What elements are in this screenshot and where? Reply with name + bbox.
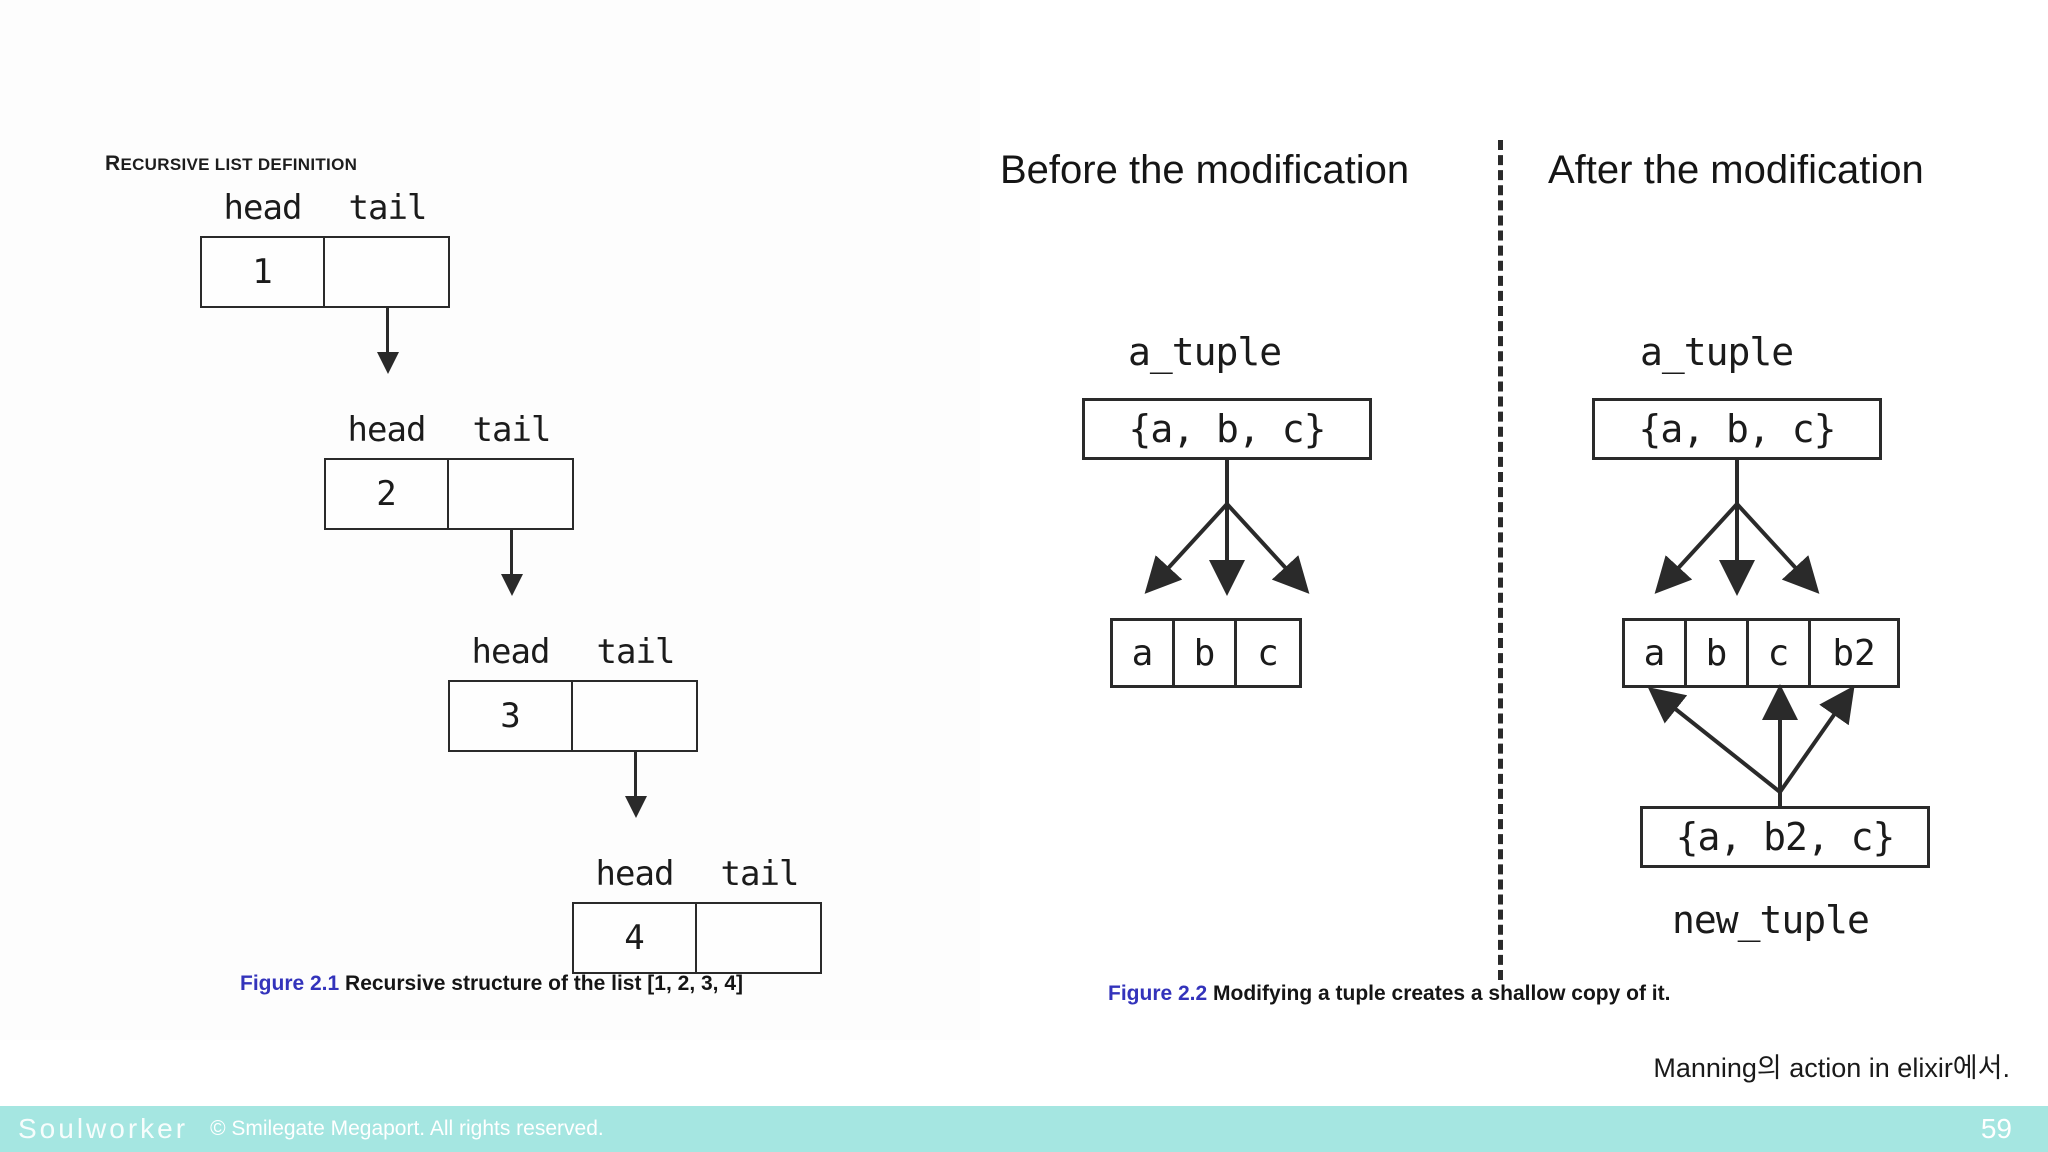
node-1-tail-label: tail <box>348 188 428 228</box>
node-2-to-3-arrow-shaft <box>510 530 513 578</box>
node-1-box: 1 <box>200 236 450 308</box>
figure-2-1-caption-text: Recursive structure of the list [1, 2, 3… <box>339 972 744 995</box>
before-fanout-arrows <box>1144 460 1310 596</box>
panel-divider <box>1498 140 1503 980</box>
node-2-labels: head tail <box>324 410 574 450</box>
after-a-tuple-box: {a, b, c} <box>1592 398 1882 460</box>
node-1-labels: head tail <box>200 188 450 228</box>
before-cell-b: b <box>1175 621 1237 685</box>
figure-2-2-number: Figure 2.2 <box>1108 982 1208 1005</box>
before-cell-a: a <box>1113 621 1175 685</box>
page-number: 59 <box>1980 1113 2012 1144</box>
figure-2-1-panel: RECURSIVE LIST DEFINITION head tail 1 he… <box>0 0 980 1040</box>
node-3-labels: head tail <box>448 632 698 672</box>
figure-2-1-heading: RECURSIVE LIST DEFINITION <box>105 152 357 176</box>
node-3-tail-cell <box>573 682 696 750</box>
list-node-3: head tail 3 <box>448 632 698 752</box>
node-4-tail-label: tail <box>720 854 800 894</box>
node-1-head-label: head <box>223 188 303 228</box>
node-2-tail-label: tail <box>472 410 552 450</box>
node-4-labels: head tail <box>572 854 822 894</box>
node-1-to-2-arrow-shaft <box>386 308 389 356</box>
after-cell-b: b <box>1687 621 1749 685</box>
after-cell-a: a <box>1625 621 1687 685</box>
node-3-head-label: head <box>471 632 551 672</box>
after-fanout-arrows <box>1654 460 1820 596</box>
node-2-head-value: 2 <box>326 460 449 528</box>
after-cell-row: a b c b2 <box>1622 618 1900 688</box>
node-3-head-value: 3 <box>450 682 573 750</box>
heading-rest: ECURSIVE LIST DEFINITION <box>120 155 358 174</box>
list-node-2: head tail 2 <box>324 410 574 530</box>
node-3-to-4-arrow-shaft <box>634 752 637 800</box>
node-3-to-4-arrow-head <box>625 796 647 818</box>
after-cell-b2: b2 <box>1832 632 1876 674</box>
before-cell-row: a b c <box>1110 618 1302 688</box>
node-1-head-value: 1 <box>202 238 325 306</box>
slide-footer: Soulworker © Smilegate Megaport. All rig… <box>0 1106 2048 1152</box>
after-cell-c: c <box>1749 621 1811 685</box>
figure-2-2-caption-text: Modifying a tuple creates a shallow copy… <box>1207 982 1671 1005</box>
node-2-to-3-arrow-head <box>501 574 523 596</box>
node-2-head-label: head <box>347 410 427 450</box>
node-2-tail-cell <box>449 460 572 528</box>
before-a-tuple-box: {a, b, c} <box>1082 398 1372 460</box>
before-a-tuple-label: a_tuple <box>1128 330 1282 374</box>
heading-initial: R <box>105 152 121 175</box>
node-1-tail-cell <box>325 238 448 306</box>
after-new-tuple-box: {a, b2, c} <box>1640 806 1930 868</box>
source-credit-text: Manning의 action in elixir에서. <box>1653 1053 2010 1083</box>
node-4-head-label: head <box>595 854 675 894</box>
node-4-box: 4 <box>572 902 822 974</box>
node-3-box: 3 <box>448 680 698 752</box>
node-1-to-2-arrow-head <box>377 352 399 374</box>
node-4-tail-cell <box>697 904 820 972</box>
figure-2-2-caption: Figure 2.2 Modifying a tuple creates a s… <box>1108 982 1670 1006</box>
copyright-text: © Smilegate Megaport. All rights reserve… <box>210 1117 604 1140</box>
before-panel-heading: Before the modification <box>1000 148 1410 192</box>
before-cell-c: c <box>1257 632 1279 674</box>
node-2-box: 2 <box>324 458 574 530</box>
node-3-tail-label: tail <box>596 632 676 672</box>
list-node-1: head tail 1 <box>200 188 450 308</box>
after-new-tuple-label: new_tuple <box>1672 898 1870 942</box>
figure-2-1-number: Figure 2.1 <box>240 972 340 995</box>
list-node-4: head tail 4 <box>572 854 822 974</box>
after-a-tuple-label: a_tuple <box>1640 330 1794 374</box>
new-tuple-fanin-arrows <box>1647 684 1855 806</box>
after-panel-heading: After the modification <box>1548 148 1924 192</box>
soulworker-logo: Soulworker <box>18 1113 189 1144</box>
figure-2-1-caption: Figure 2.1 Recursive structure of the li… <box>240 972 743 996</box>
node-4-head-value: 4 <box>574 904 697 972</box>
